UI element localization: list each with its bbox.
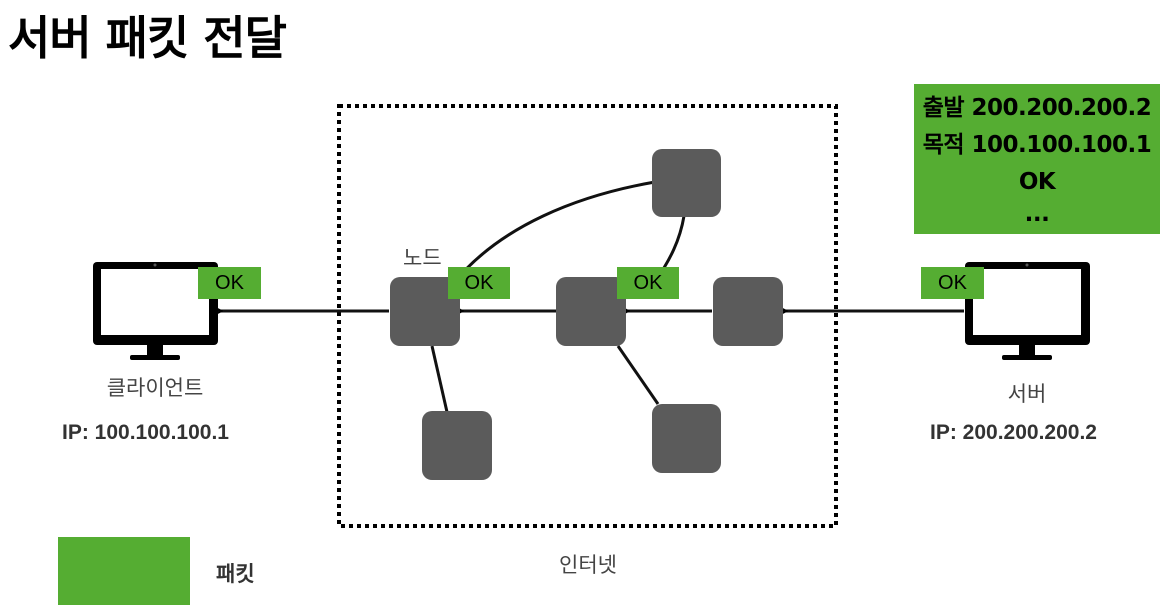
server-ip: IP: 200.200.200.2 <box>930 421 1097 444</box>
page-title: 서버 패킷 전달 <box>8 11 287 65</box>
packet-source: 출발 200.200.200.2 <box>922 95 1152 121</box>
client-monitor-icon <box>93 262 218 360</box>
node-label: 노드 <box>403 246 442 270</box>
client-label: 클라이언트 <box>106 376 204 400</box>
link-node-a-to-top <box>450 180 656 286</box>
server-label: 서버 <box>1007 382 1047 406</box>
node-top <box>652 149 721 217</box>
legend-packet-label: 패킷 <box>216 562 255 586</box>
node-bottom-right <box>652 404 721 473</box>
packet-ok-node-b: OK <box>617 267 679 299</box>
link-node-a-to-bottom <box>430 345 449 413</box>
link-middle-to-bottom-right <box>616 345 660 405</box>
internet-boundary <box>337 104 838 528</box>
node-bottom-left <box>422 411 492 480</box>
server-monitor-icon <box>965 262 1090 360</box>
packet-more: ... <box>1024 201 1050 227</box>
legend-packet-swatch <box>58 537 190 605</box>
client-ip: IP: 100.100.100.1 <box>62 421 229 444</box>
packet-header-box: 출발 200.200.200.2 목적 100.100.100.1 OK ... <box>914 84 1160 234</box>
packet-status: OK <box>1018 169 1056 195</box>
packet-ok-server: OK <box>921 267 984 299</box>
internet-label: 인터넷 <box>559 553 617 577</box>
packet-destination: 목적 100.100.100.1 <box>922 132 1152 158</box>
router-nodes <box>390 149 783 480</box>
node-b <box>556 277 626 346</box>
node-a <box>390 277 460 346</box>
node-c <box>713 277 783 346</box>
packet-ok-client: OK <box>198 267 261 299</box>
packet-ok-node-a: OK <box>448 267 510 299</box>
